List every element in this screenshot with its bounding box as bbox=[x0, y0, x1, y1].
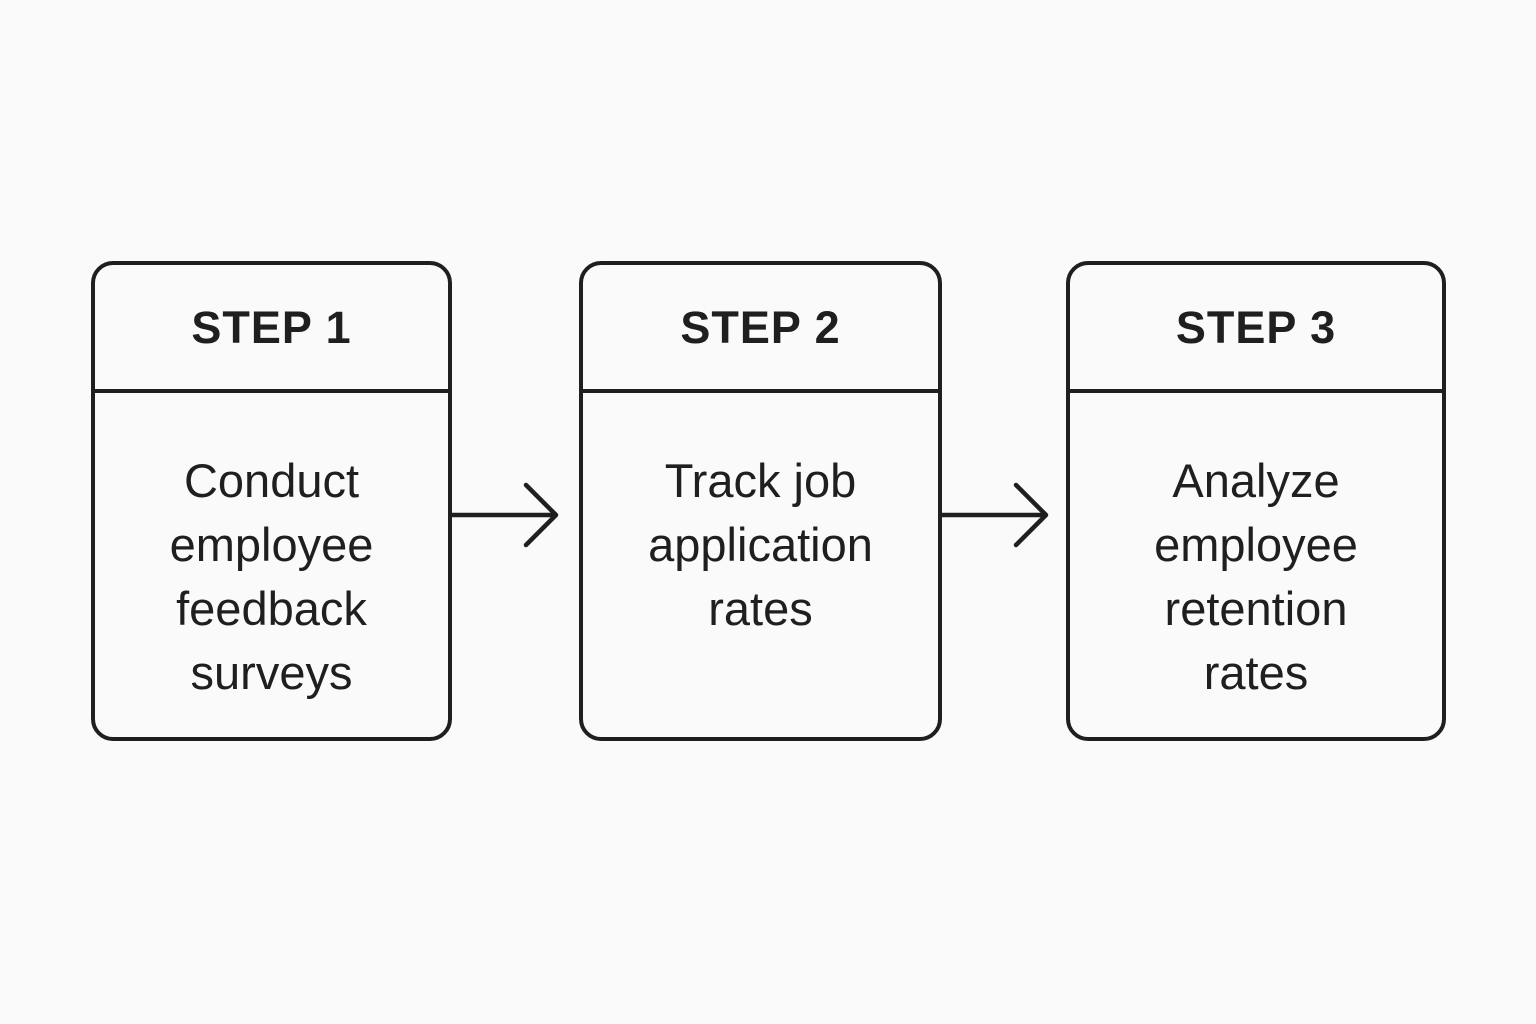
step-2-text-line: Track job bbox=[664, 454, 857, 507]
step-1-body: Conduct employee feedback surveys bbox=[95, 393, 448, 705]
arrow-right-icon bbox=[941, 482, 1049, 548]
step-3-body: Analyze employee retention rates bbox=[1070, 393, 1442, 705]
step-3-box: STEP 3 Analyze employee retention rates bbox=[1066, 261, 1446, 741]
step-1-header: STEP 1 bbox=[95, 265, 448, 393]
step-2-title: STEP 2 bbox=[680, 301, 841, 353]
step-1-text-line: Conduct bbox=[183, 454, 360, 507]
step-2-header: STEP 2 bbox=[583, 265, 938, 393]
step-2-text-line: rates bbox=[708, 582, 813, 635]
step-3-text-line: Analyze bbox=[1172, 454, 1340, 507]
arrow-right-icon bbox=[451, 482, 559, 548]
step-2-text-line: application bbox=[648, 518, 873, 571]
step-2-box: STEP 2 Track job application rates bbox=[579, 261, 942, 741]
step-3-text-line: employee bbox=[1154, 518, 1358, 571]
step-3-text-line: retention bbox=[1164, 582, 1348, 635]
step-2-body: Track job application rates bbox=[583, 393, 938, 641]
step-3-text-line: rates bbox=[1203, 646, 1309, 699]
step-1-text-line: feedback bbox=[176, 582, 367, 635]
step-1-title: STEP 1 bbox=[191, 301, 352, 353]
step-3-header: STEP 3 bbox=[1070, 265, 1442, 393]
step-1-text-line: surveys bbox=[190, 646, 353, 699]
step-1-box: STEP 1 Conduct employee feedback surveys bbox=[91, 261, 452, 741]
step-3-title: STEP 3 bbox=[1175, 301, 1337, 353]
step-1-text-line: employee bbox=[169, 518, 374, 571]
